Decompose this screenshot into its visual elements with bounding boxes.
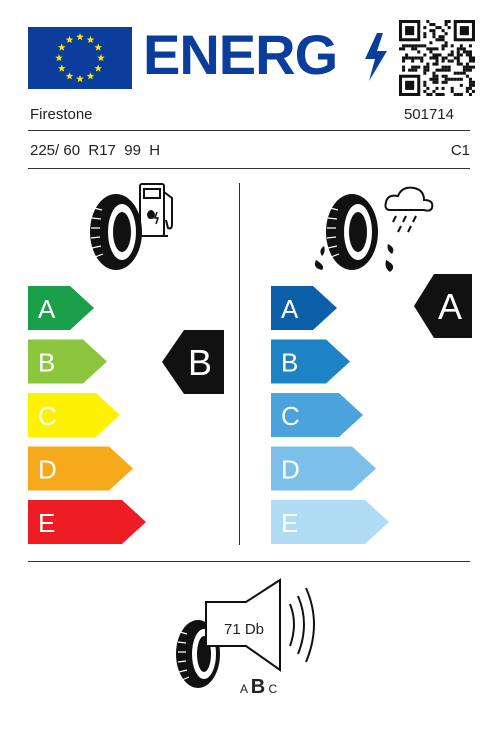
wet-grip-icon — [314, 186, 434, 272]
eu-star — [76, 33, 84, 41]
eu-star — [58, 43, 66, 51]
wet-grip-class-b-label: B — [281, 348, 298, 378]
noise-class-a: A — [240, 682, 248, 696]
lightning-bolt-icon — [365, 33, 387, 81]
divider-size — [28, 168, 470, 169]
wet-grip-class-d-arrow — [271, 446, 376, 491]
tyre-icon — [90, 194, 142, 270]
eu-star — [55, 54, 63, 62]
wet-grip-rating-indicator: A — [414, 274, 472, 338]
fuel-efficiency-class-e-arrow — [28, 500, 146, 544]
eu-stars-icon — [55, 33, 105, 83]
tyre-icon — [326, 194, 378, 270]
fuel-efficiency-class-c-arrow — [28, 393, 120, 437]
brand-name: Firestone — [30, 106, 93, 123]
noise-icon — [176, 578, 315, 688]
eu-star — [76, 75, 84, 83]
fuel-efficiency-class-d-arrow — [28, 446, 133, 491]
noise-class-b: B — [250, 676, 266, 698]
divider-vertical — [239, 183, 240, 545]
fuel-efficiency-class-a-arrow — [28, 286, 94, 330]
wet-grip-class-e-arrow — [271, 500, 389, 544]
tyre-class: C1 — [450, 142, 470, 159]
sound-waves-icon — [289, 587, 315, 663]
noise-class-scale: A B C — [240, 676, 277, 699]
fuel-efficiency-rating-indicator: B — [162, 330, 224, 394]
eu-star — [86, 35, 95, 44]
wet-grip-class-e-label: E — [281, 508, 298, 538]
energy-title-text: ENERG — [143, 23, 338, 86]
eu-flag — [28, 27, 132, 89]
wet-grip-class-a-arrow — [271, 286, 337, 330]
eu-star — [94, 43, 102, 51]
noise-value: 71 Db — [224, 621, 265, 638]
eu-star — [94, 64, 102, 72]
fuel-efficiency-class-b-label: B — [38, 348, 55, 378]
wet-grip-class-a-label: A — [281, 294, 299, 324]
divider-bottom — [28, 561, 470, 562]
fuel-efficiency-class-a-label: A — [38, 294, 56, 324]
fuel-pump-icon — [136, 183, 173, 237]
fuel-efficiency-icon — [90, 183, 173, 270]
wet-grip-class-c-arrow — [271, 393, 363, 437]
article-number: 501714 — [403, 106, 454, 123]
eu-star — [97, 54, 105, 62]
rain-cloud-icon — [384, 186, 434, 233]
tyre-size: 225/ 60 R17 99 H — [30, 142, 161, 159]
eu-star — [65, 72, 74, 80]
eu-star — [65, 35, 74, 44]
divider-top — [28, 130, 470, 131]
wet-grip-class-b-arrow — [271, 339, 350, 384]
noise-class-c: C — [268, 682, 278, 696]
speaker-icon — [205, 578, 281, 672]
water-splash-icon — [314, 244, 394, 272]
fuel-efficiency-class-e-label: E — [38, 508, 55, 538]
wet-grip-rating: A — [438, 286, 462, 327]
fuel-efficiency-class-d-label: D — [38, 455, 57, 485]
fuel-efficiency-class-c-label: C — [38, 401, 57, 431]
fuel-efficiency-class-b-arrow — [28, 339, 107, 384]
eu-star — [58, 64, 66, 72]
wet-grip-class-d-label: D — [281, 455, 300, 485]
energy-title: ENERG — [143, 22, 338, 87]
eu-star — [86, 72, 95, 80]
fuel-efficiency-rating: B — [188, 342, 212, 383]
qr-code-icon — [399, 20, 475, 96]
wet-grip-class-c-label: C — [281, 401, 300, 431]
